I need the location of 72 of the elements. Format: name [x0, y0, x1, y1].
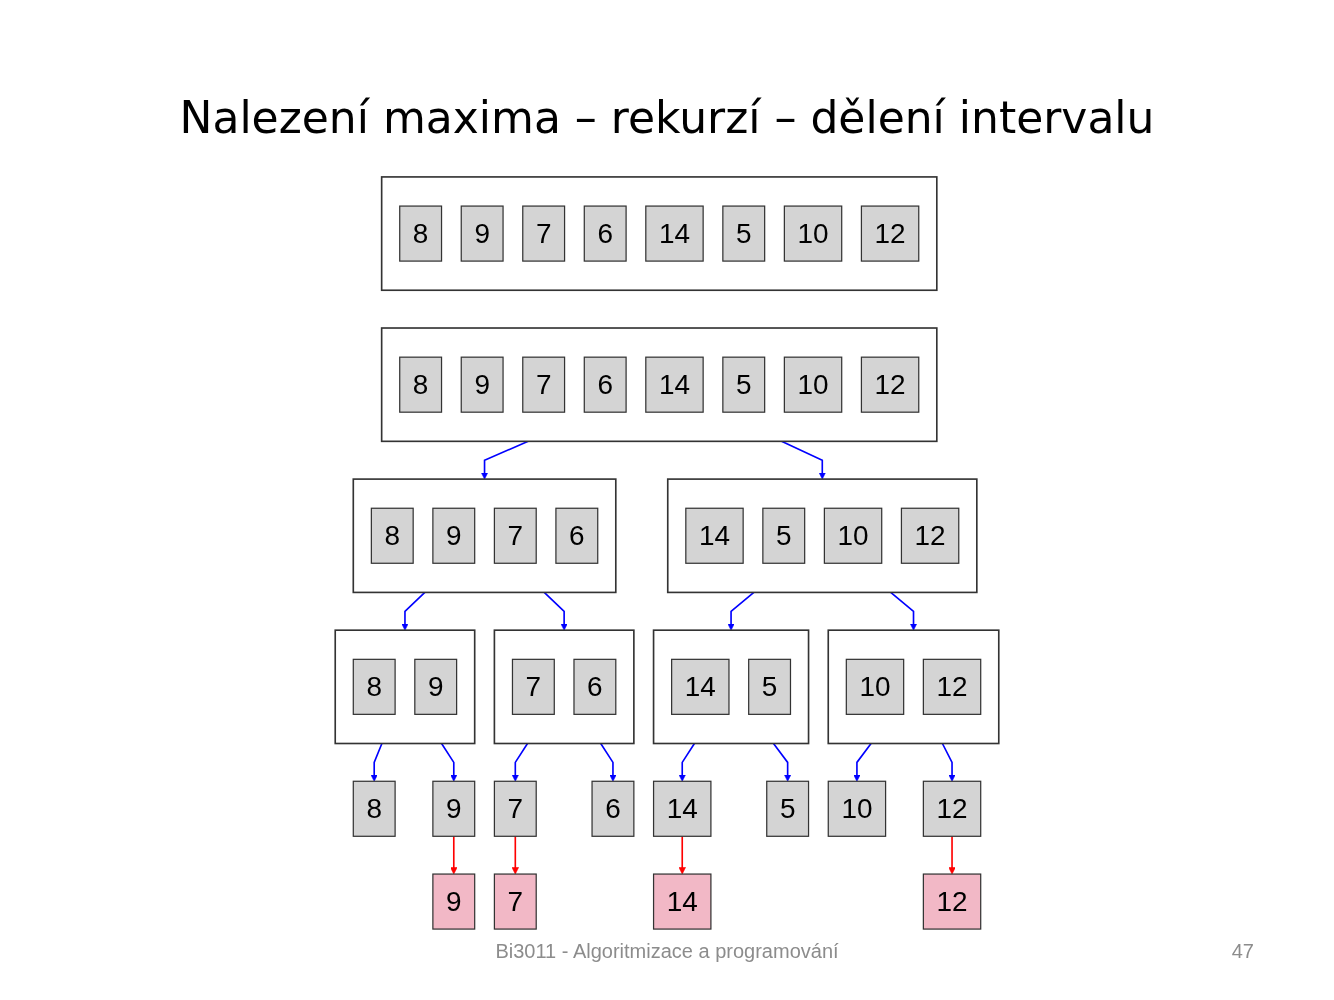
node-box: 12: [922, 873, 982, 930]
node-box: 10: [827, 780, 887, 837]
node-box: 10: [783, 356, 843, 413]
node-box: 14: [671, 658, 730, 715]
node-box: 9: [460, 205, 504, 262]
arrow: [948, 835, 956, 875]
arrow: [599, 742, 617, 782]
arrow: [543, 591, 568, 631]
node-box: 8: [399, 205, 443, 262]
node-box: 5: [748, 658, 792, 715]
node-box: 7: [522, 356, 566, 413]
cluster: [380, 327, 938, 443]
node-box: 5: [766, 780, 810, 837]
node-box: 12: [900, 507, 960, 564]
arrow: [853, 742, 872, 782]
node-box: 14: [685, 507, 744, 564]
arrow: [889, 591, 918, 631]
node-box: 9: [414, 658, 458, 715]
cluster: [380, 176, 938, 292]
node-box: 9: [432, 873, 476, 930]
node-box: 14: [652, 873, 712, 930]
arrow: [727, 591, 755, 631]
node-box: 8: [370, 507, 414, 564]
cluster: [827, 629, 1000, 745]
cluster: [493, 629, 635, 745]
node-box: 5: [722, 205, 766, 262]
node-box: 9: [460, 356, 504, 413]
node-box: 7: [511, 658, 555, 715]
node-box: 9: [432, 780, 476, 837]
cluster: [334, 629, 476, 745]
node-box: 14: [645, 356, 704, 413]
node-box: 14: [652, 780, 712, 837]
arrow: [450, 835, 458, 875]
node-box: 10: [845, 658, 905, 715]
node-box: 6: [555, 507, 599, 564]
arrow: [401, 591, 426, 631]
slide-number: 47: [1231, 940, 1254, 963]
node-box: 5: [762, 507, 806, 564]
cluster: [352, 478, 617, 594]
arrow: [772, 742, 792, 782]
node-box: 12: [922, 658, 982, 715]
node-box: 6: [591, 780, 635, 837]
node-box: 14: [645, 205, 704, 262]
slide-title: Nalezení maxima – rekurzí – dělení intervalu: [179, 92, 1155, 143]
arrow: [511, 742, 529, 782]
node-box: 6: [583, 205, 627, 262]
footer-text: Bi3011 - Algoritmizace a programování: [495, 940, 839, 963]
cluster: [666, 478, 978, 594]
node-box: 5: [722, 356, 766, 413]
node-box: 8: [399, 356, 443, 413]
node-box: 7: [493, 780, 537, 837]
node-box: 6: [583, 356, 627, 413]
node-box: 7: [493, 507, 537, 564]
node-box: 7: [522, 205, 566, 262]
node-box: 10: [783, 205, 843, 262]
node-box: 10: [823, 507, 883, 564]
arrow: [678, 835, 686, 875]
arrow: [941, 742, 956, 782]
node-box: 12: [922, 780, 982, 837]
node-box: 6: [573, 658, 617, 715]
arrow: [370, 742, 383, 782]
node-box: 7: [493, 873, 537, 930]
node-box: 8: [352, 780, 396, 837]
cluster: [652, 629, 810, 745]
arrow: [440, 742, 458, 782]
node-box: 12: [860, 205, 920, 262]
arrow: [678, 742, 696, 782]
node-box: 9: [432, 507, 476, 564]
arrow: [511, 835, 519, 875]
node-box: 8: [352, 658, 396, 715]
arrow: [780, 440, 826, 480]
node-box: 12: [860, 356, 920, 413]
